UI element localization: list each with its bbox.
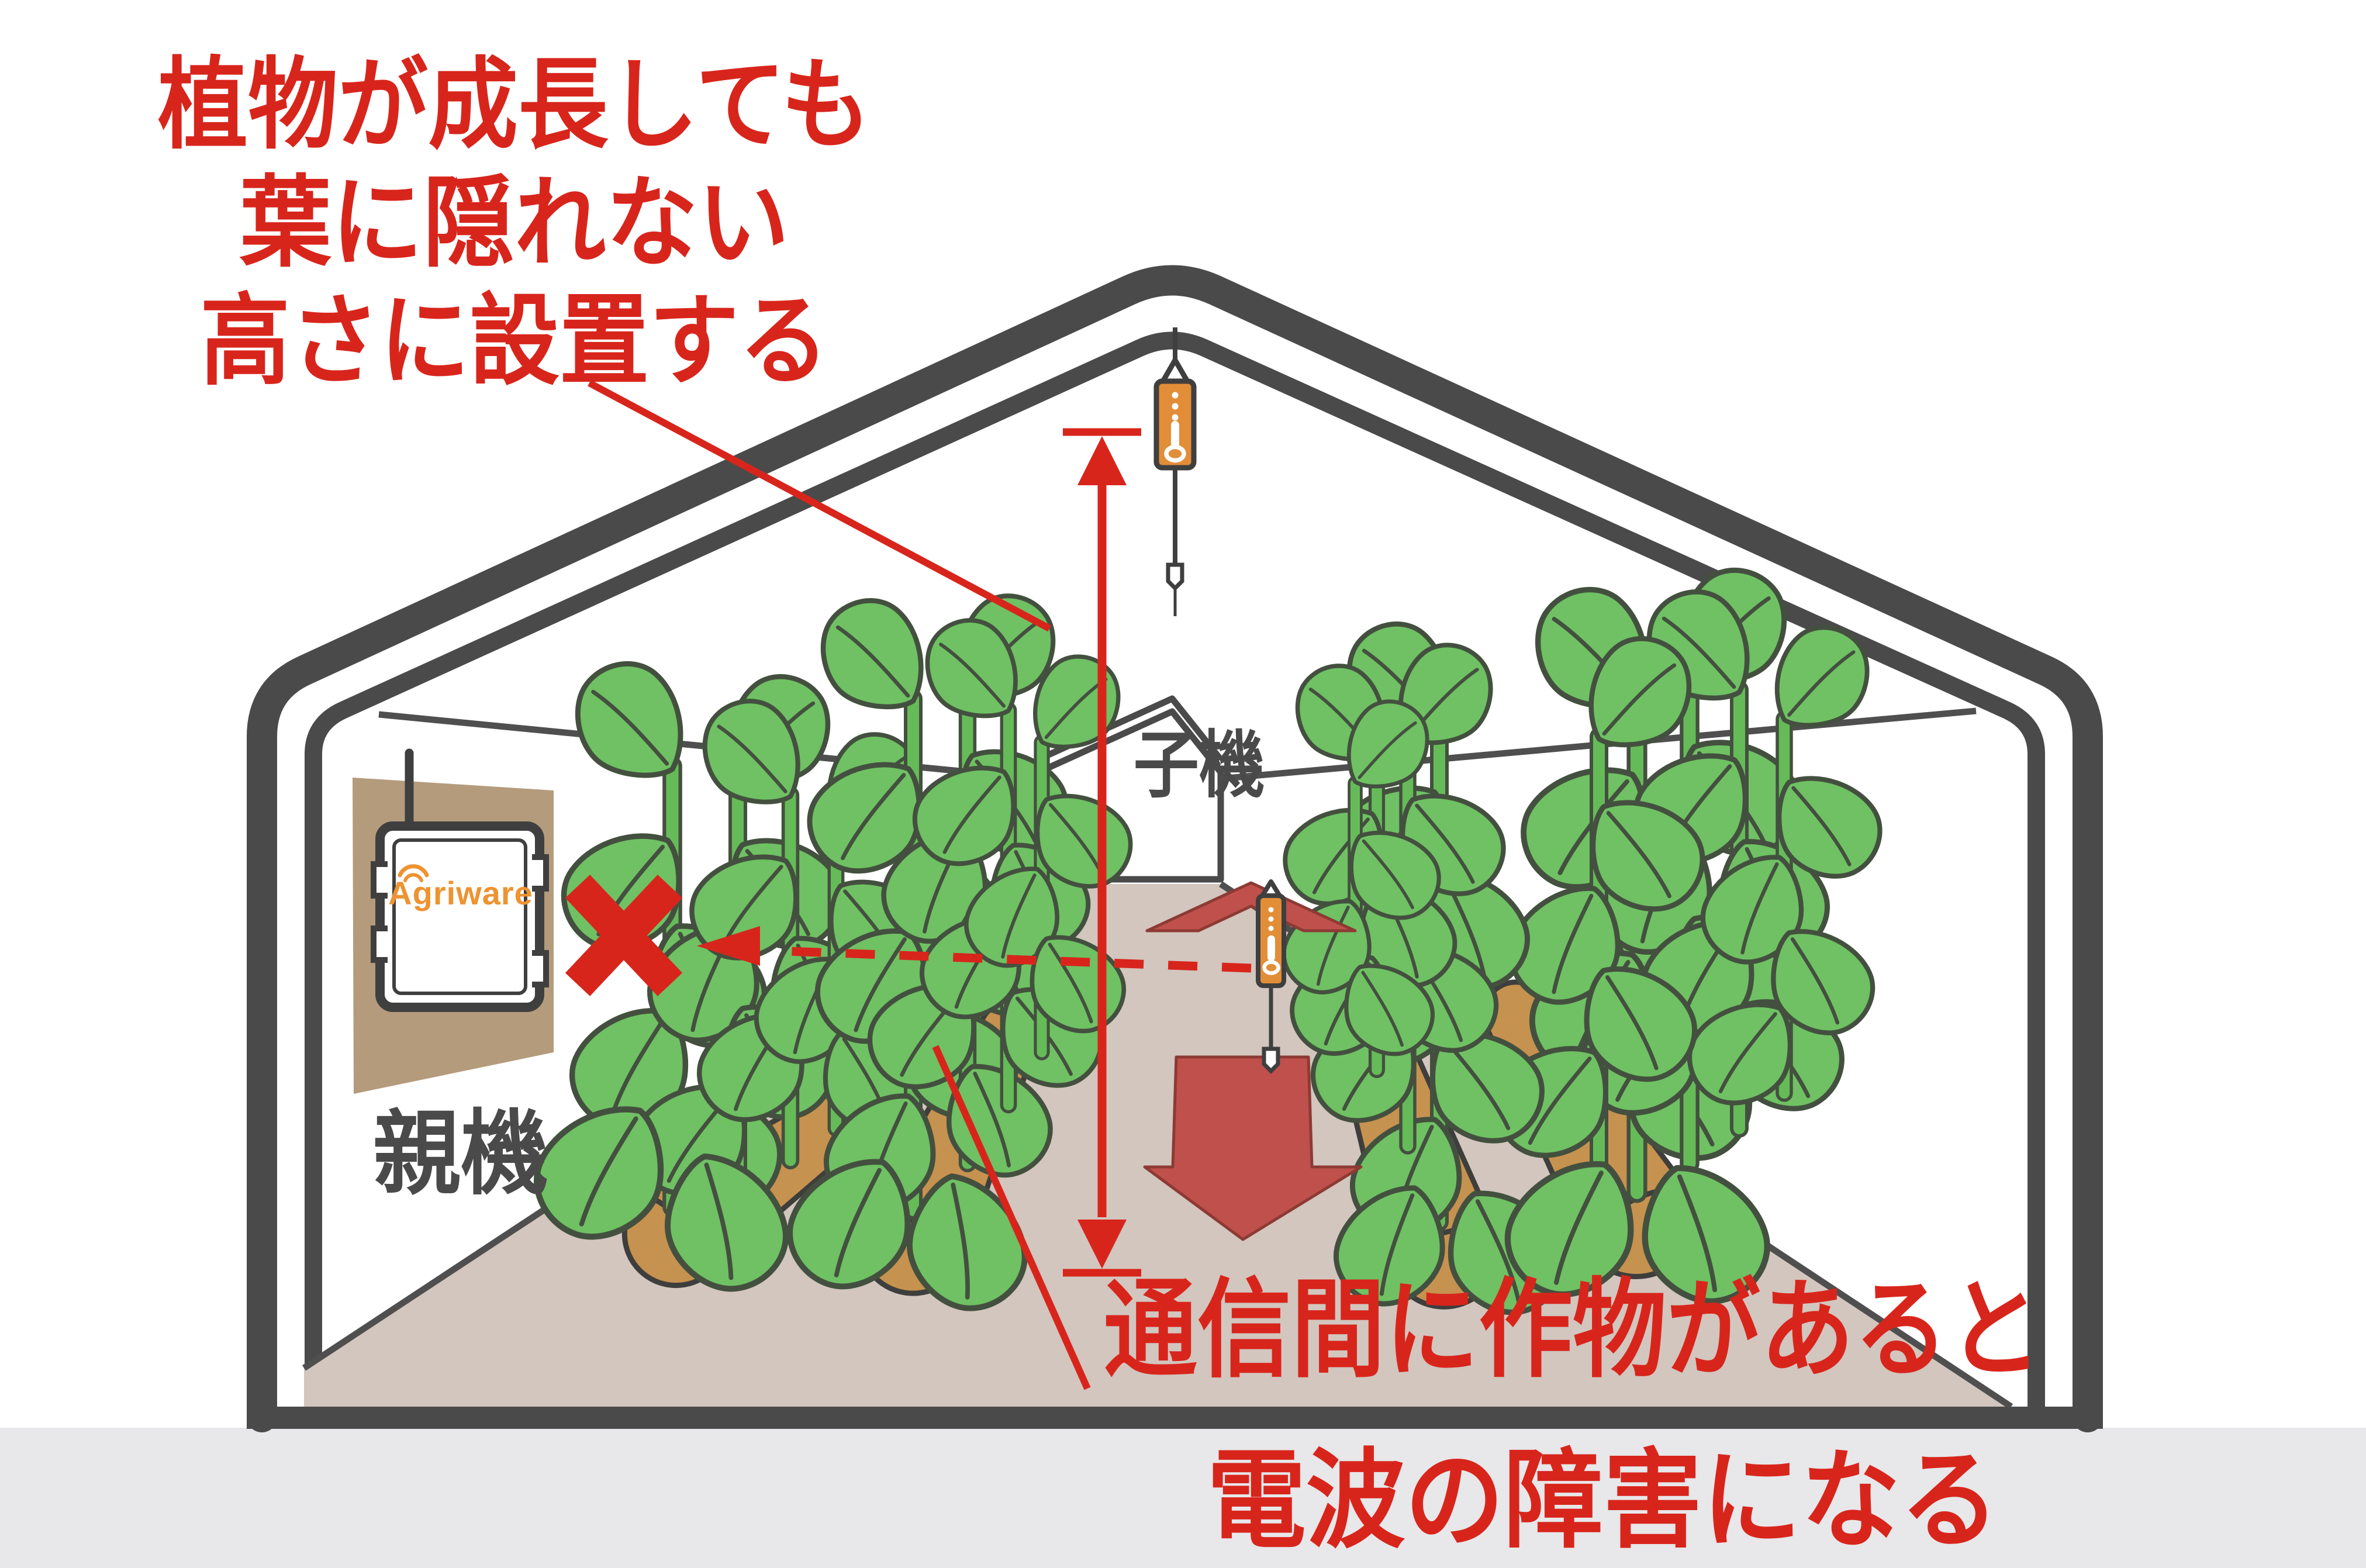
- bottom-note-line2: 電波の障害になる: [1207, 1440, 1999, 1560]
- child-device-label: 子機: [1134, 725, 1265, 806]
- plant-leaf: [820, 598, 924, 710]
- plant-leaf: [575, 661, 683, 778]
- parent-device-label: 親機: [373, 1103, 548, 1206]
- plant-leaf: [689, 854, 799, 961]
- plant-leaf: [1508, 886, 1621, 1005]
- child-sensor: [1153, 327, 1197, 616]
- thermometer-icon: [1262, 907, 1280, 975]
- top-note-line1: 植物が成長しても: [158, 50, 871, 161]
- plant-leaf: [1584, 966, 1698, 1082]
- top-note-pointer-line: [588, 379, 1051, 632]
- up-arrow-icon: [1145, 881, 1357, 932]
- plant-leaf: [1588, 636, 1692, 748]
- wifi-arc-icon: [398, 864, 429, 878]
- plant-leaf: [1504, 1161, 1634, 1298]
- top-note-line3: 高さに設置する: [201, 286, 829, 397]
- plant-leaf: [787, 1159, 911, 1290]
- wifi-arc-icon: [403, 873, 423, 882]
- hanger-loop-icon: [1160, 357, 1190, 384]
- plant-leaf: [1334, 1185, 1445, 1307]
- bottom-note: 通信間に作物があると 電波の障害になる: [1104, 1269, 2042, 1560]
- greenhouse-frame: [247, 265, 2103, 1432]
- ground: [0, 1428, 2366, 1568]
- greenhouse-base-bar: [247, 1407, 2103, 1429]
- plant-leaf: [1590, 800, 1705, 912]
- plant-leaf: [947, 1064, 1053, 1178]
- plant-leaf: [964, 866, 1059, 968]
- plant-leaf: [912, 765, 1016, 866]
- plant-leaf: [702, 699, 800, 804]
- thermometer-icon: [1164, 392, 1186, 463]
- plant-leaf: [1774, 625, 1870, 728]
- plant-leaf: [1700, 855, 1804, 965]
- plant-leaf: [1777, 776, 1883, 879]
- path-sensor: [1256, 879, 1286, 1074]
- top-note: 植物が成長しても 葉に隠れない 高さに設置する: [158, 50, 871, 397]
- down-arrow-icon: [1143, 1055, 1363, 1241]
- mount-tabs: [371, 854, 549, 987]
- agriware-logo: Agriware: [388, 864, 533, 911]
- plant-leaf: [907, 1173, 1028, 1311]
- arrowhead-left-icon: [697, 926, 760, 966]
- bottom-note-pointer-line: [932, 1045, 1091, 1390]
- parent-device: Agriware: [353, 748, 554, 1094]
- height-measure-arrow: [1063, 428, 1141, 1277]
- plant-leaf: [1430, 1031, 1545, 1144]
- plant-leaf: [1349, 830, 1441, 920]
- plant-leaf: [1687, 1002, 1793, 1106]
- plant-leaf: [925, 618, 1018, 719]
- inner-hoop: [305, 331, 2045, 1415]
- signal-dashed-arrow: [697, 926, 1252, 973]
- brand-text: Agriware: [388, 875, 533, 911]
- parent-device-box: [375, 821, 544, 1012]
- probe-tip-icon: [1262, 1047, 1280, 1074]
- plant-leaf: [533, 1106, 664, 1240]
- plant-leaf: [1642, 1165, 1770, 1304]
- blocked-x-icon: [565, 875, 683, 996]
- bottom-note-line1: 通信間に作物があると: [1104, 1269, 2042, 1390]
- parent-device-box-inner: [392, 838, 527, 995]
- plant-leaf: [664, 1153, 789, 1292]
- probe-tip-icon: [1166, 562, 1184, 591]
- plant-leaf: [1347, 699, 1429, 789]
- plant-leaf: [1344, 963, 1435, 1056]
- top-note-line2: 葉に隠れない: [239, 168, 789, 279]
- hanger-loop-icon: [1259, 879, 1283, 899]
- plant-leaf: [1771, 929, 1875, 1035]
